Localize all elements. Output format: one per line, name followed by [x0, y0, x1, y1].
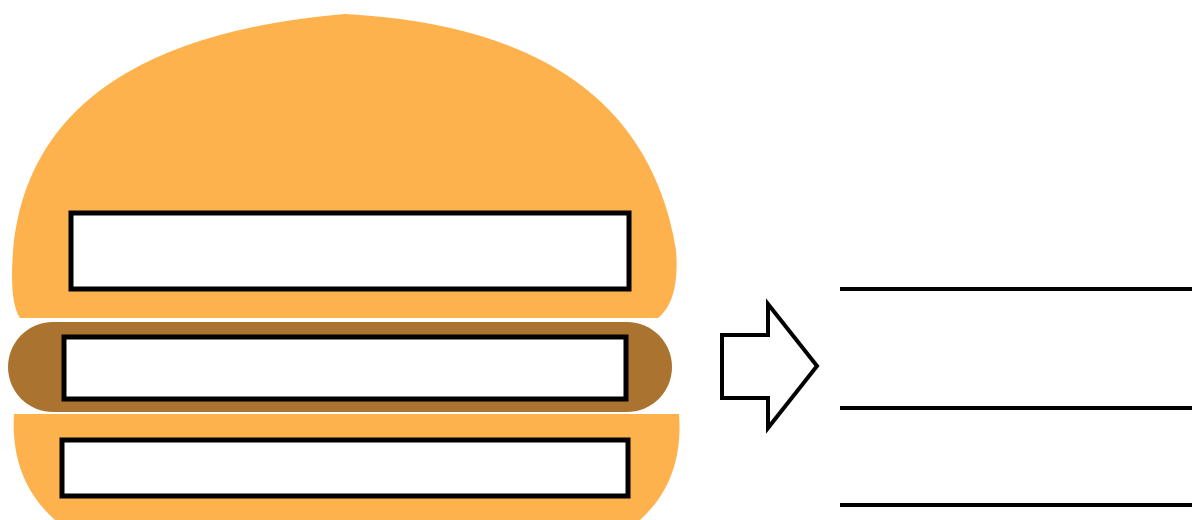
- patty-text-box[interactable]: [64, 337, 626, 399]
- right-arrow-icon: [722, 304, 817, 428]
- bottom-bun-text-box[interactable]: [62, 440, 628, 496]
- top-bun-text-box[interactable]: [71, 213, 629, 289]
